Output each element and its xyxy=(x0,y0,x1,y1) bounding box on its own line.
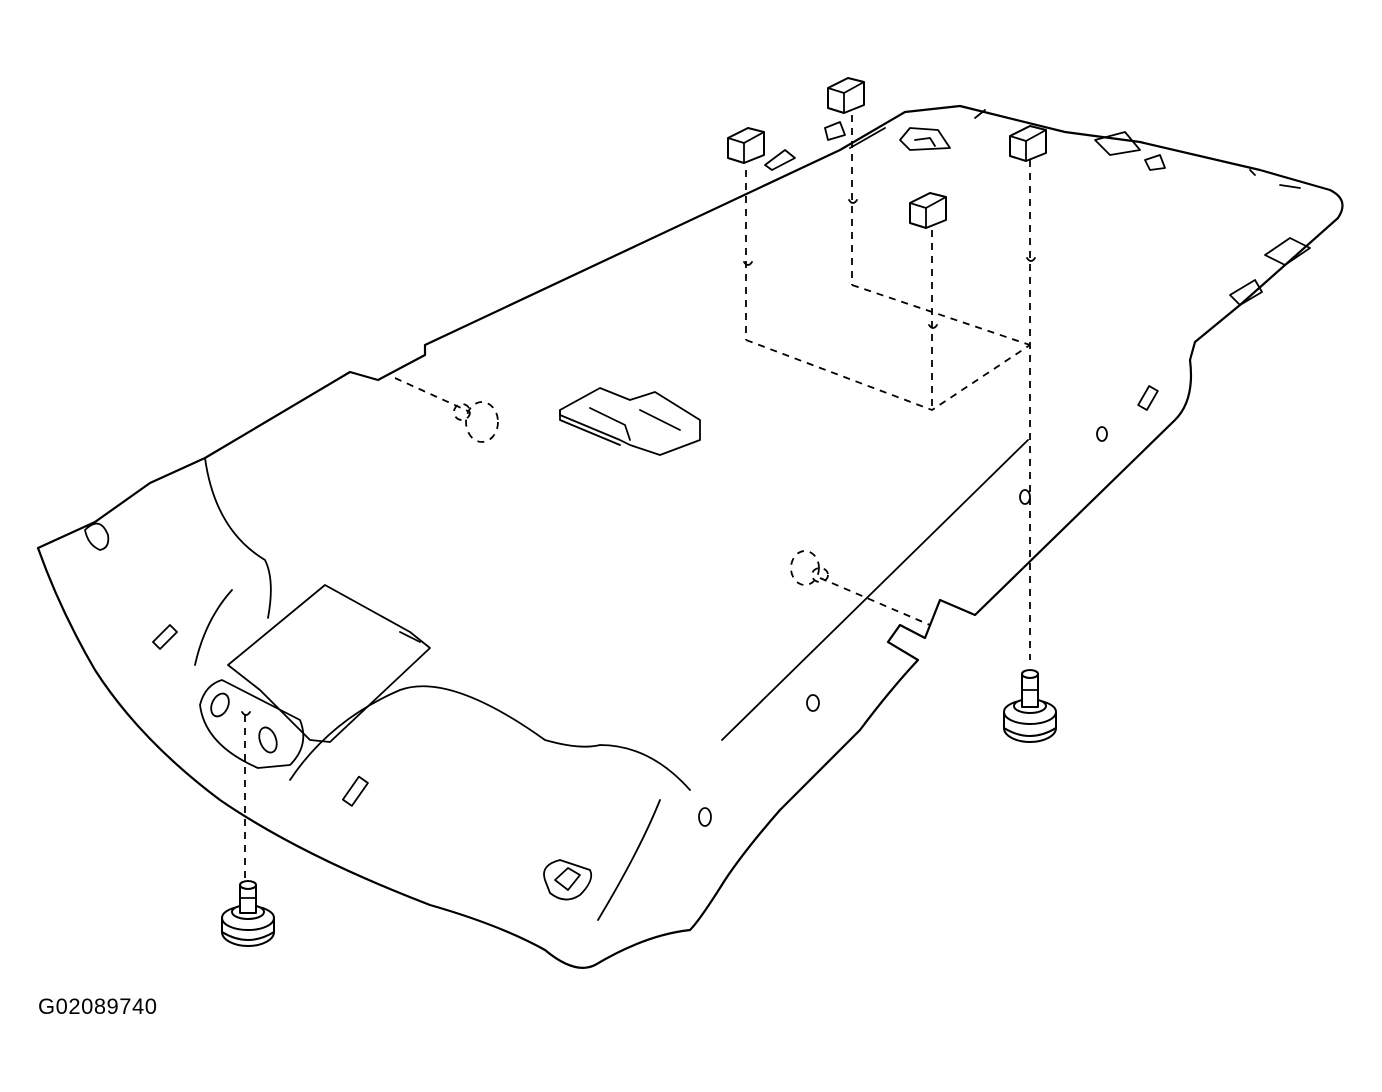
headliner-panel xyxy=(36,104,1344,969)
center-bracket xyxy=(559,387,701,456)
clip-block-1 xyxy=(727,127,765,164)
stud-retainer-left xyxy=(221,880,275,947)
clip-block-3 xyxy=(1009,125,1047,162)
rear-panel-cutout xyxy=(199,584,431,769)
installation-guide-lines xyxy=(244,115,1031,880)
front-details xyxy=(764,109,1311,306)
hidden-clips xyxy=(453,401,829,586)
clip-block-2 xyxy=(827,77,865,114)
retainer-marks xyxy=(241,199,1036,716)
clip-holes xyxy=(84,385,1159,901)
clip-block-4 xyxy=(909,192,947,229)
stud-retainer-right xyxy=(1003,669,1057,743)
figure-code-label: G02089740 xyxy=(38,994,158,1019)
